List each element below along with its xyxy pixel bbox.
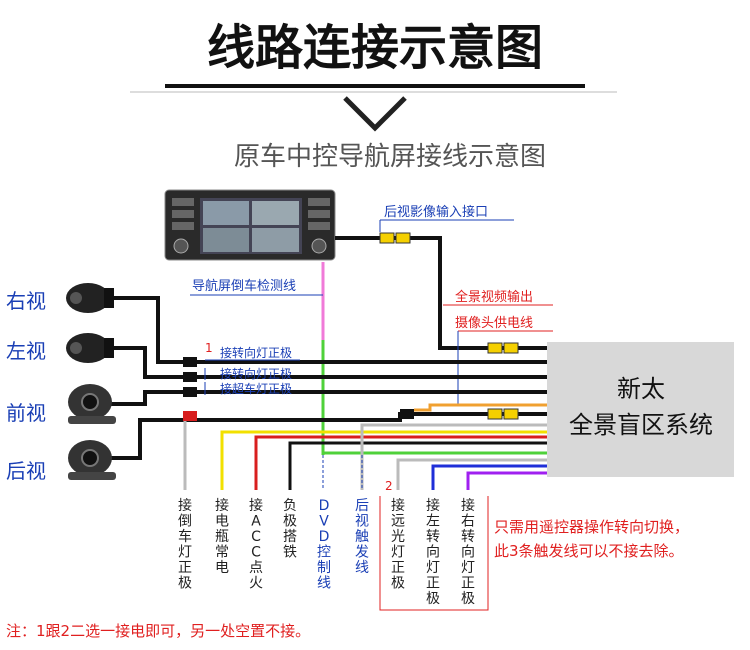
wire-highbeam-grey xyxy=(396,458,547,490)
camera-right-icon xyxy=(66,283,110,313)
connector-power-a xyxy=(487,408,503,420)
camera-left-label: 左视 xyxy=(6,339,46,363)
wire-right-turn-purple xyxy=(466,471,547,490)
wire-camera-left xyxy=(110,346,547,379)
bottom-label-8: 接右转向灯正极 xyxy=(461,497,475,607)
bottom-label-7: 接左转向灯正极 xyxy=(426,497,440,607)
connector-rear-input-b xyxy=(395,232,411,244)
camera-left: 左视 xyxy=(6,333,114,363)
head-unit xyxy=(164,189,336,261)
wire-camera-rear xyxy=(110,412,547,460)
wire-marker-2-bracket xyxy=(379,496,489,611)
camera-front-label: 前视 xyxy=(6,401,46,425)
wire-battery-yellow xyxy=(220,430,547,490)
label-overtake-light: 接超车灯正极 xyxy=(220,381,292,396)
bottom-label-6: 接远光灯正极 xyxy=(391,497,405,592)
label-rear-video-input: 后视影像输入接口 xyxy=(384,204,488,220)
camera-right-label: 右视 xyxy=(6,289,46,313)
connector-rear-trigger xyxy=(400,409,414,419)
panorama-system-box: 新太 全景盲区系统 xyxy=(547,342,734,477)
camera-right: 右视 xyxy=(6,283,114,313)
remote-note-line2: 此3条触发线可以不接去除。 xyxy=(494,542,684,560)
wire-camera-right xyxy=(110,296,547,364)
page-title: 线路连接示意图 xyxy=(207,20,543,76)
connector-reverse-light xyxy=(183,411,197,421)
wire-acc-red xyxy=(254,435,547,490)
connector-power-b xyxy=(503,408,519,420)
bottom-label-5: 后视触发线 xyxy=(355,498,369,576)
connector-overtake xyxy=(183,387,197,397)
wire-rear-trigger-grey xyxy=(360,423,547,490)
label-reverse-detect: 导航屏倒车检测线 xyxy=(192,278,296,294)
connector-panorama-a xyxy=(487,342,503,354)
wire-camera-power-orange xyxy=(414,403,547,412)
bottom-label-3: 负极搭铁 xyxy=(283,498,297,561)
wire-ground-black xyxy=(288,441,547,490)
label-camera-power: 摄像头供电线 xyxy=(455,316,533,331)
connector-rear-input-a xyxy=(379,232,395,244)
title-underline-bar xyxy=(165,84,585,88)
system-box-line2: 全景盲区系统 xyxy=(569,411,713,439)
camera-rear-label: 后视 xyxy=(6,459,46,483)
wire-left-turn-blue xyxy=(431,464,547,490)
bottom-label-1: 接电瓶常电 xyxy=(215,497,229,576)
marker-2: 2 xyxy=(385,479,393,493)
remote-note-line1: 只需用遥控器操作转向切换， xyxy=(494,518,689,536)
marker-1: 1 xyxy=(205,341,213,355)
system-box-line1: 新太 xyxy=(617,375,665,403)
camera-rear: 后视 xyxy=(6,440,116,483)
camera-front: 前视 xyxy=(6,384,116,425)
camera-left-icon xyxy=(66,333,110,363)
label-turn-signal-1: 接转向灯正极 xyxy=(220,345,292,360)
chevron-down-icon xyxy=(343,96,407,132)
connector-turn-2 xyxy=(183,372,197,382)
connector-panorama-b xyxy=(503,342,519,354)
footer-note: 注：1跟2二选一接电即可，另一处空置不接。 xyxy=(6,622,310,640)
diagram-subtitle: 原车中控导航屏接线示意图 xyxy=(234,142,546,172)
wire-camera-front xyxy=(110,390,547,406)
label-panorama-output: 全景视频输出 xyxy=(455,289,533,305)
label-turn-signal-2: 接转向灯正极 xyxy=(220,366,292,381)
connector-turn-1 xyxy=(183,357,197,367)
bottom-label-0: 接倒车灯正极 xyxy=(178,497,192,592)
